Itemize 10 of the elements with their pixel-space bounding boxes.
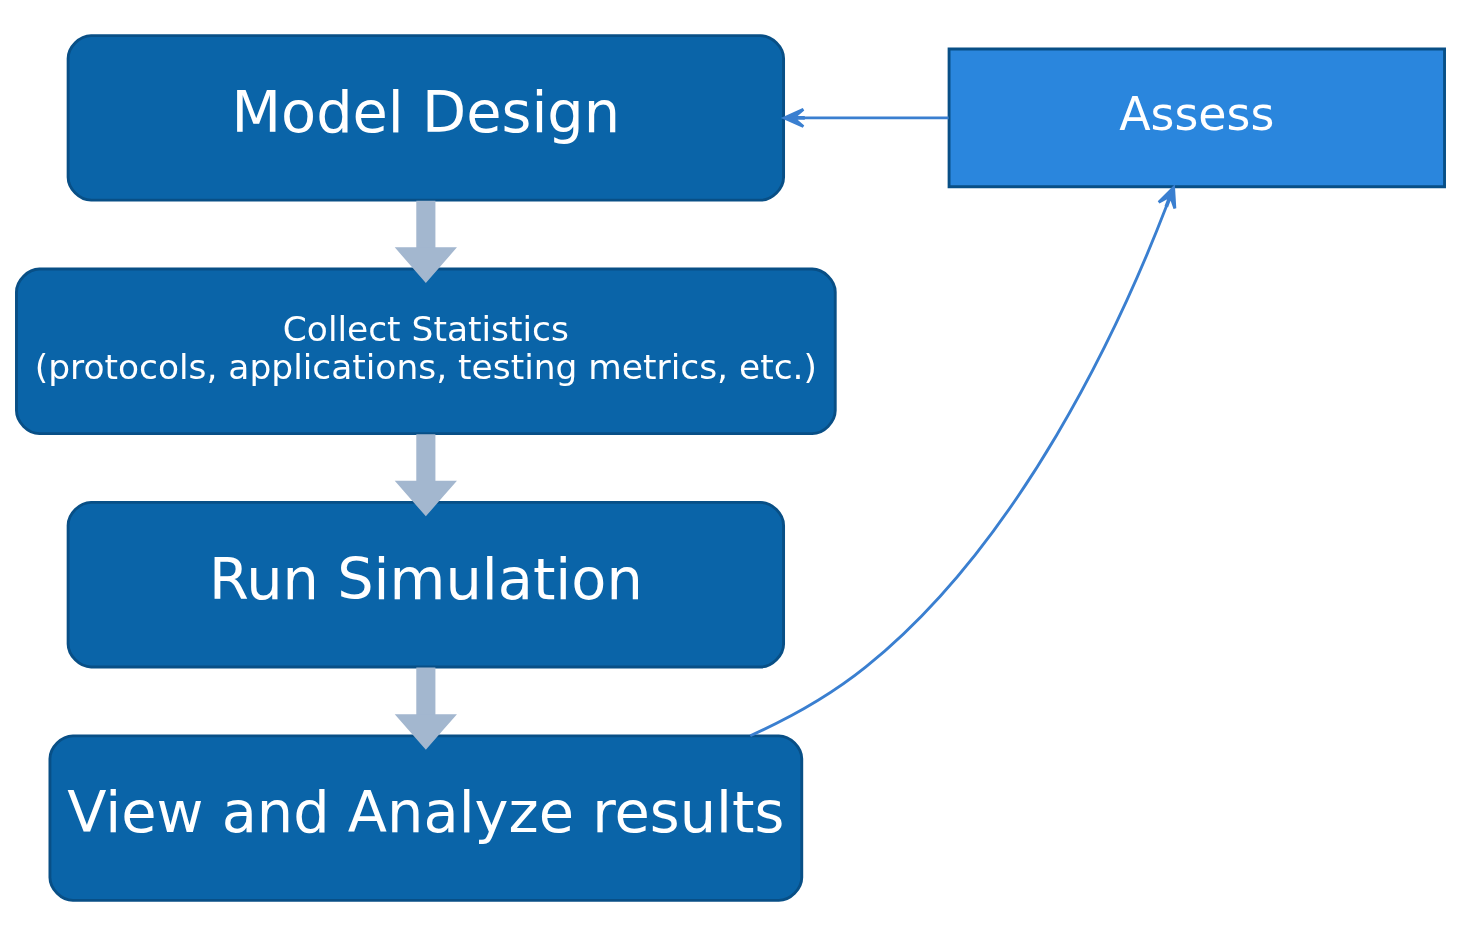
- node-box: Assess: [947, 47, 1446, 189]
- arrow: [394, 667, 457, 750]
- arrow: [782, 107, 949, 128]
- node-box: View and Analyze results: [48, 734, 804, 902]
- arrow: [394, 434, 457, 517]
- arrow: [749, 186, 1177, 738]
- node-box: Collect Statistics (protocols, applications, testing metrics, etc.): [15, 267, 837, 435]
- node-box: Run Simulation: [66, 501, 786, 669]
- arrow: [394, 200, 457, 283]
- node-box: Model Design: [66, 34, 786, 202]
